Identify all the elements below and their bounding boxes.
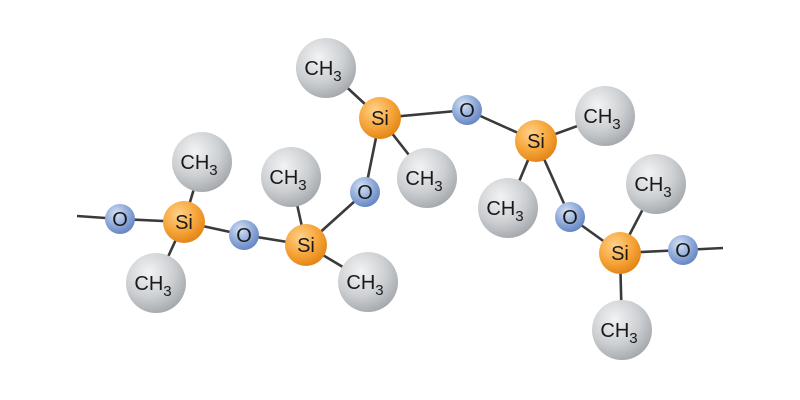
methyl-sphere	[592, 300, 652, 360]
silicon-atom: Si	[599, 232, 641, 274]
oxygen-sphere	[229, 220, 259, 250]
silicon-sphere	[599, 232, 641, 274]
oxygen-atom: O	[452, 95, 482, 125]
methyl-label-main: CH	[346, 272, 375, 294]
methyl-label-subscript: 3	[515, 208, 523, 225]
methyl-sphere	[261, 147, 321, 207]
methyl-label-subscript: 3	[629, 330, 637, 347]
methyl-label-main: CH	[405, 168, 434, 190]
methyl-label-subscript: 3	[612, 116, 620, 133]
silicon-atom: Si	[359, 97, 401, 139]
methyl-group: CH3	[478, 178, 538, 238]
methyl-label: CH3	[134, 273, 171, 300]
methyl-label-main: CH	[269, 167, 298, 189]
methyl-label-main: CH	[180, 152, 209, 174]
oxygen-label: O	[236, 225, 252, 247]
methyl-label: CH3	[304, 58, 341, 85]
methyl-sphere	[397, 148, 457, 208]
methyl-group: CH3	[338, 252, 398, 312]
methyl-sphere	[172, 132, 232, 192]
methyl-group: CH3	[126, 253, 186, 313]
methyl-label-subscript: 3	[434, 178, 442, 195]
silicon-label: Si	[297, 235, 315, 257]
methyl-label-main: CH	[583, 106, 612, 128]
oxygen-atom: O	[350, 177, 380, 207]
methyl-label-subscript: 3	[375, 282, 383, 299]
silicon-atom: Si	[163, 201, 205, 243]
oxygen-atom: O	[229, 220, 259, 250]
silicon-sphere	[285, 224, 327, 266]
methyl-label: CH3	[634, 174, 671, 201]
methyl-group: CH3	[296, 38, 356, 98]
methyl-sphere	[626, 154, 686, 214]
methyl-label-main: CH	[304, 58, 333, 80]
methyl-label-main: CH	[486, 198, 515, 220]
methyl-label-subscript: 3	[163, 283, 171, 300]
methyl-label: CH3	[346, 272, 383, 299]
methyl-label: CH3	[583, 106, 620, 133]
silicon-sphere	[163, 201, 205, 243]
silicon-atom: Si	[285, 224, 327, 266]
oxygen-atom: O	[555, 202, 585, 232]
methyl-sphere	[296, 38, 356, 98]
methyl-label-subscript: 3	[209, 162, 217, 179]
oxygen-label: O	[675, 240, 691, 262]
methyl-label-subscript: 3	[333, 68, 341, 85]
methyl-sphere	[338, 252, 398, 312]
methyl-label: CH3	[269, 167, 306, 194]
methyl-group: CH3	[397, 148, 457, 208]
methyl-label-main: CH	[600, 320, 629, 342]
oxygen-sphere	[668, 235, 698, 265]
silicon-sphere	[359, 97, 401, 139]
methyl-label: CH3	[486, 198, 523, 225]
methyl-label-subscript: 3	[298, 177, 306, 194]
methyl-group: CH3	[172, 132, 232, 192]
silicon-sphere	[515, 120, 557, 162]
silicon-label: Si	[371, 108, 389, 130]
methyl-label: CH3	[405, 168, 442, 195]
oxygen-atom: O	[105, 204, 135, 234]
methyl-group: CH3	[592, 300, 652, 360]
oxygen-label: O	[112, 209, 128, 231]
methyl-label-main: CH	[634, 174, 663, 196]
methyl-label: CH3	[180, 152, 217, 179]
oxygen-sphere	[350, 177, 380, 207]
silicon-label: Si	[611, 243, 629, 265]
oxygen-label: O	[357, 182, 373, 204]
silicon-label: Si	[175, 212, 193, 234]
methyl-sphere	[126, 253, 186, 313]
oxygen-atom: O	[668, 235, 698, 265]
methyl-sphere	[575, 86, 635, 146]
methyl-label-main: CH	[134, 273, 163, 295]
methyl-label-subscript: 3	[663, 184, 671, 201]
oxygen-sphere	[105, 204, 135, 234]
silicon-label: Si	[527, 131, 545, 153]
oxygen-label: O	[562, 207, 578, 229]
methyl-group: CH3	[261, 147, 321, 207]
oxygen-sphere	[555, 202, 585, 232]
oxygen-sphere	[452, 95, 482, 125]
silicon-atom: Si	[515, 120, 557, 162]
methyl-group: CH3	[575, 86, 635, 146]
methyl-group: CH3	[626, 154, 686, 214]
methyl-sphere	[478, 178, 538, 238]
oxygen-label: O	[459, 100, 475, 122]
methyl-label: CH3	[600, 320, 637, 347]
